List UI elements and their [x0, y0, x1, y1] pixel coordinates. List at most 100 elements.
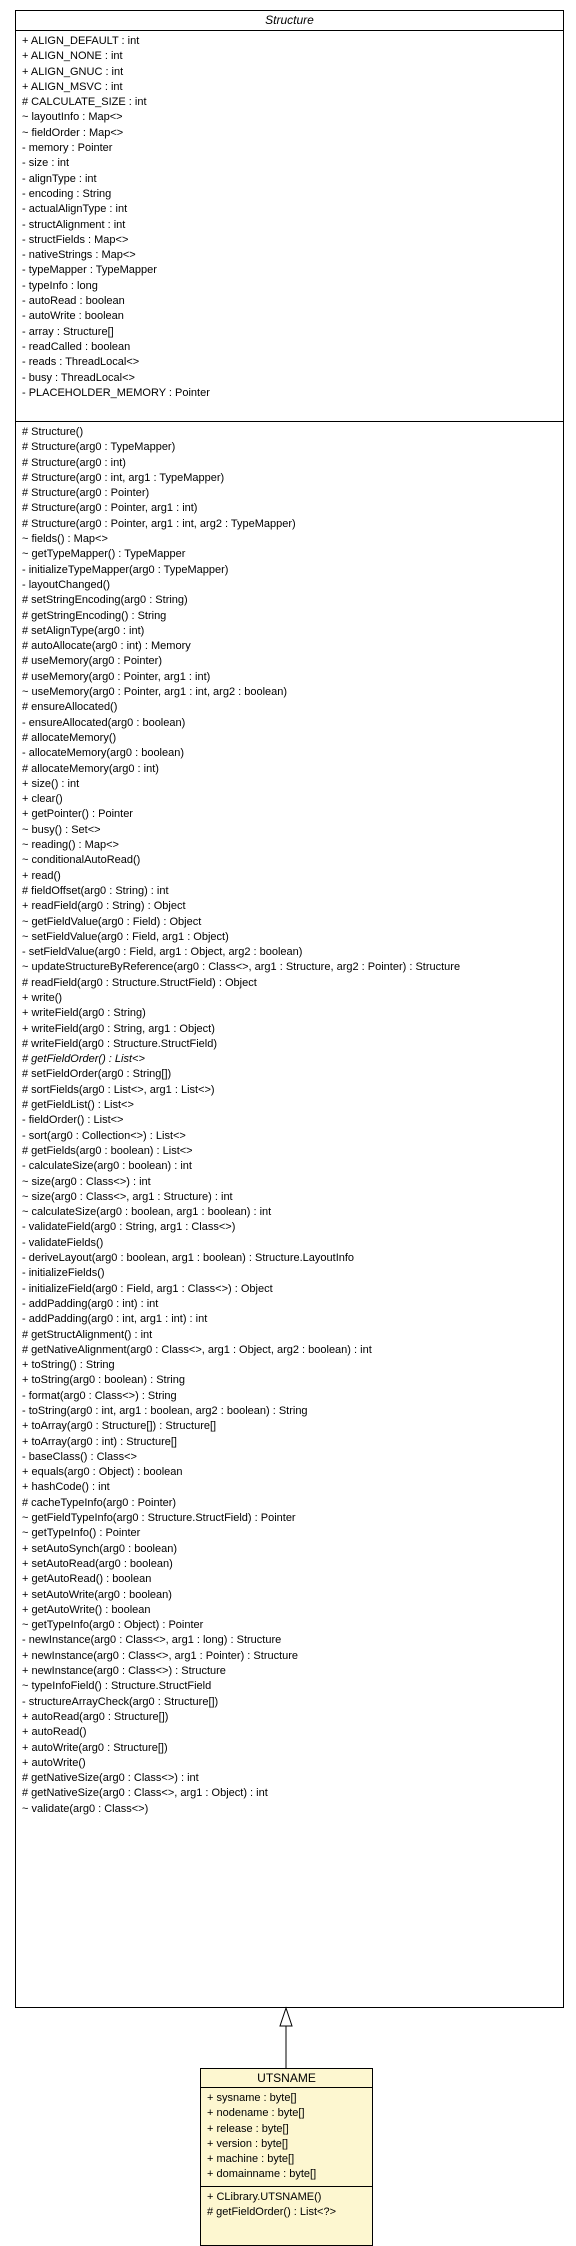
method-row: - initializeFields()	[22, 1267, 105, 1280]
attribute-row: + ALIGN_MSVC : int	[22, 80, 123, 93]
method-row: ~ getFieldTypeInfo(arg0 : Structure.Stru…	[22, 1512, 296, 1525]
method-row: ~ getTypeInfo(arg0 : Object) : Pointer	[22, 1619, 204, 1632]
method-row: # getStructAlignment() : int	[22, 1328, 153, 1341]
method-row: ~ calculateSize(arg0 : boolean, arg1 : b…	[22, 1206, 272, 1219]
method-row: ~ size(arg0 : Class<>) : int	[22, 1175, 151, 1188]
method-row: + toArray(arg0 : int) : Structure[]	[22, 1435, 177, 1448]
method-row: - layoutChanged()	[22, 578, 111, 591]
method-row: ~ getFieldValue(arg0 : Field) : Object	[22, 915, 202, 928]
method-row: - validateFields()	[22, 1236, 104, 1249]
attribute-row: ~ layoutInfo : Map<>	[22, 111, 123, 124]
method-row: # getFieldList() : List<>	[22, 1099, 134, 1112]
method-row: + write()	[22, 991, 63, 1004]
method-row: # Structure(arg0 : int, arg1 : TypeMappe…	[22, 471, 225, 484]
attribute-row: + ALIGN_NONE : int	[22, 50, 123, 63]
attribute-row: - actualAlignType : int	[22, 203, 128, 216]
method-row: - baseClass() : Class<>	[22, 1450, 137, 1463]
method-row: - setFieldValue(arg0 : Field, arg1 : Obj…	[22, 946, 303, 959]
method-row: + readField(arg0 : String) : Object	[22, 900, 186, 913]
method-row: # getNativeSize(arg0 : Class<>, arg1 : O…	[22, 1787, 268, 1800]
method-row: # fieldOffset(arg0 : String) : int	[22, 884, 169, 897]
method-row: + toString(arg0 : boolean) : String	[22, 1374, 185, 1387]
method-row: # ensureAllocated()	[22, 701, 118, 714]
method-row: - addPadding(arg0 : int, arg1 : int) : i…	[22, 1313, 208, 1326]
method-row: + newInstance(arg0 : Class<>, arg1 : Poi…	[22, 1649, 299, 1662]
structure-attributes: + ALIGN_DEFAULT : int + ALIGN_NONE : int +…	[16, 30, 563, 421]
attribute-row: - readCalled : boolean	[22, 340, 131, 353]
method-row: - validateField(arg0 : String, arg1 : Cl…	[22, 1221, 236, 1234]
method-row: + toString() : String	[22, 1359, 115, 1372]
method-row: + size() : int	[22, 777, 80, 790]
attribute-row: - memory : Pointer	[22, 142, 113, 155]
method-row: - format(arg0 : Class<>) : String	[22, 1389, 177, 1402]
attribute-row: - array : Structure[]	[22, 325, 114, 338]
method-row: - toString(arg0 : int, arg1 : boolean, a…	[22, 1405, 308, 1417]
method-row: ~ busy() : Set<>	[22, 823, 101, 836]
method-row: ~ updateStructureByReference(arg0 : Clas…	[22, 961, 461, 974]
method-row: + autoRead(arg0 : Structure[])	[22, 1710, 169, 1723]
method-row: - deriveLayout(arg0 : boolean, arg1 : bo…	[22, 1252, 355, 1265]
attribute-row: - size : int	[22, 157, 70, 170]
attribute-row: + release : byte[]	[207, 2122, 289, 2135]
method-row: # allocateMemory()	[22, 731, 117, 744]
method-row: + equals(arg0 : Object) : boolean	[22, 1466, 183, 1479]
method-row: # sortFields(arg0 : List<>, arg1 : List<…	[22, 1083, 215, 1096]
method-row: # readField(arg0 : Structure.StructField…	[22, 976, 257, 989]
attribute-row: ~ fieldOrder : Map<>	[22, 126, 124, 139]
method-row: + writeField(arg0 : String)	[22, 1007, 146, 1020]
attribute-row: + ALIGN_DEFAULT : int	[22, 35, 140, 47]
attribute-row: + ALIGN_GNUC : int	[22, 65, 124, 78]
method-row: ~ validate(arg0 : Class<>)	[22, 1802, 149, 1815]
method-row: ~ size(arg0 : Class<>, arg1 : Structure)…	[22, 1190, 233, 1203]
method-row: + setAutoRead(arg0 : boolean)	[22, 1557, 173, 1570]
method-row: # getFieldOrder() : List<>	[22, 1053, 145, 1066]
method-row: # getStringEncoding() : String	[22, 609, 167, 622]
method-row: # Structure(arg0 : Pointer, arg1 : int, …	[22, 517, 296, 530]
method-row: - fieldOrder() : List<>	[22, 1114, 124, 1127]
method-row: - sort(arg0 : Collection<>) : List<>	[22, 1129, 186, 1142]
method-row: - structureArrayCheck(arg0 : Structure[]…	[22, 1695, 219, 1708]
method-row: # Structure(arg0 : Pointer)	[22, 487, 150, 500]
method-row: # setFieldOrder(arg0 : String[])	[22, 1068, 172, 1081]
inheritance-arrow	[279, 2006, 293, 2068]
method-row: # Structure(arg0 : int)	[22, 456, 126, 469]
attribute-row: + domainname : byte[]	[207, 2168, 317, 2181]
method-row: - initializeField(arg0 : Field, arg1 : C…	[22, 1282, 273, 1295]
utsname-class-box[interactable]: UTSNAME + sysname : byte[]+ nodename : b…	[200, 2068, 373, 2246]
method-row: ~ reading() : Map<>	[22, 839, 119, 852]
attribute-row: - structAlignment : int	[22, 218, 126, 231]
method-row: + setAutoWrite(arg0 : boolean)	[22, 1588, 172, 1601]
method-row: ~ setFieldValue(arg0 : Field, arg1 : Obj…	[22, 930, 229, 943]
method-row: # getFieldOrder() : List<?>	[207, 2206, 337, 2219]
method-row: # getNativeAlignment(arg0 : Class<>, arg…	[22, 1343, 372, 1356]
method-row: + clear()	[22, 793, 63, 806]
method-row: + autoRead()	[22, 1726, 87, 1739]
method-row: - newInstance(arg0 : Class<>, arg1 : lon…	[22, 1634, 282, 1647]
utsname-class-name: UTSNAME	[257, 2071, 316, 2085]
method-row: # cacheTypeInfo(arg0 : Pointer)	[22, 1496, 177, 1509]
method-row: + writeField(arg0 : String, arg1 : Objec…	[22, 1022, 215, 1035]
method-row: ~ useMemory(arg0 : Pointer, arg1 : int, …	[22, 686, 288, 699]
inheritance-arrowhead	[279, 2006, 293, 2027]
attribute-row: - PLACEHOLDER_MEMORY : Pointer	[22, 386, 210, 399]
method-row: # Structure(arg0 : Pointer, arg1 : int)	[22, 502, 198, 515]
method-row: + getPointer() : Pointer	[22, 808, 133, 821]
attribute-row: # CALCULATE_SIZE : int	[22, 96, 147, 109]
method-row: + autoWrite(arg0 : Structure[])	[22, 1741, 168, 1754]
method-row: + read()	[22, 869, 61, 882]
method-row: # writeField(arg0 : Structure.StructFiel…	[22, 1037, 218, 1050]
attribute-row: - structFields : Map<>	[22, 233, 129, 246]
attribute-row: - encoding : String	[22, 187, 112, 200]
method-row: + toArray(arg0 : Structure[]) : Structur…	[22, 1420, 217, 1433]
method-row: - calculateSize(arg0 : boolean) : int	[22, 1160, 192, 1173]
method-row: + setAutoSynch(arg0 : boolean)	[22, 1542, 178, 1555]
method-row: # Structure()	[22, 426, 84, 438]
method-row: + getAutoRead() : boolean	[22, 1573, 152, 1586]
utsname-attributes: + sysname : byte[]+ nodename : byte[]+ r…	[201, 2087, 372, 2186]
structure-class-box[interactable]: Structure + ALIGN_DEFAULT : int+ ALIGN_N…	[15, 10, 564, 2008]
method-row: # getNativeSize(arg0 : Class<>) : int	[22, 1772, 199, 1785]
method-row: # Structure(arg0 : TypeMapper)	[22, 441, 176, 454]
attribute-row: + nodename : byte[]	[207, 2107, 305, 2120]
method-row: ~ getTypeMapper() : TypeMapper	[22, 548, 186, 561]
utsname-methods: + CLibrary.UTSNAME()# getFieldOrder() : …	[201, 2185, 372, 2224]
